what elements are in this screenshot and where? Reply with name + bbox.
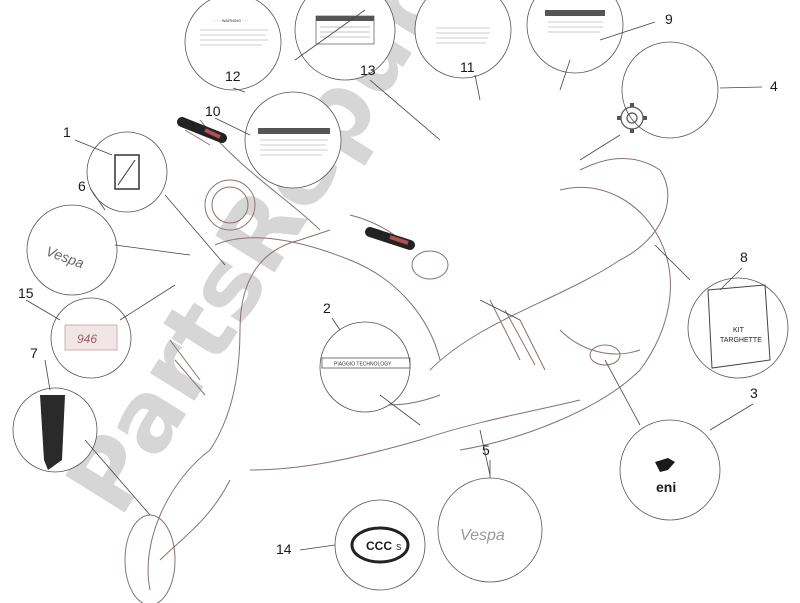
vespa-script-text: Vespa <box>460 527 505 544</box>
callout-bubble-9: 9 <box>526 0 673 74</box>
callout-9: 9 <box>665 11 673 27</box>
callout-bubble-14: CCC S 14 <box>276 499 426 591</box>
right-grip <box>365 227 415 250</box>
callout-bubble-3: eni 3 <box>619 385 758 521</box>
callout-11: 11 <box>460 59 475 75</box>
callout-bubble-6: Vespa 6 <box>26 178 118 296</box>
watermark-text: PartsRepublik <box>45 0 542 532</box>
callout-bubble-5: Vespa 5 <box>437 442 543 583</box>
callout-7: 7 <box>30 345 38 361</box>
kit-label-line1: KIT <box>733 327 745 334</box>
callout-bubble-10: 10 <box>205 91 342 189</box>
callout-12: 12 <box>225 68 241 84</box>
callout-2: 2 <box>323 300 331 316</box>
callout-5: 5 <box>482 442 490 458</box>
svg-text:· · · · WARNING · · ·: · · · · WARNING · · · <box>212 18 248 23</box>
callout-bubble-1: 1 <box>63 124 168 213</box>
callout-14: 14 <box>276 541 292 557</box>
callout-1: 1 <box>63 124 71 140</box>
callout-10: 10 <box>205 103 221 119</box>
callout-bubble-4: 4 <box>617 41 778 139</box>
callout-13: 13 <box>360 62 376 78</box>
ccc-mark-text: CCC <box>366 539 392 553</box>
leader-lines <box>25 9 763 551</box>
callout-bubble-12: · · · · WARNING · · · 12 <box>184 0 282 91</box>
piaggio-tech-label: PIAGGIO TECHNOLOGY <box>334 362 392 368</box>
callout-bubble-15: 946 15 <box>18 285 132 379</box>
callout-6: 6 <box>78 178 86 194</box>
callout-3: 3 <box>750 385 758 401</box>
callout-4: 4 <box>770 78 778 94</box>
left-grip <box>177 117 227 143</box>
ccc-s-text: S <box>396 543 401 552</box>
callout-8: 8 <box>740 249 748 265</box>
callout-bubble-13: 13 <box>294 0 396 81</box>
callout-bubble-7: 7 <box>12 345 98 473</box>
eni-logo-text: eni <box>656 479 676 495</box>
callout-bubble-2: PIAGGIO TECHNOLOGY 2 <box>319 300 411 413</box>
callout-bubble-8: KIT TARGHETTE 8 <box>687 249 789 379</box>
callout-15: 15 <box>18 285 34 301</box>
gear-icon <box>617 103 647 133</box>
callout-bubble-11: 11 <box>414 0 512 79</box>
eni-dog-icon <box>655 458 675 472</box>
kit-label-line2: TARGHETTE <box>720 337 762 344</box>
model-badge-text: 946 <box>77 332 97 346</box>
